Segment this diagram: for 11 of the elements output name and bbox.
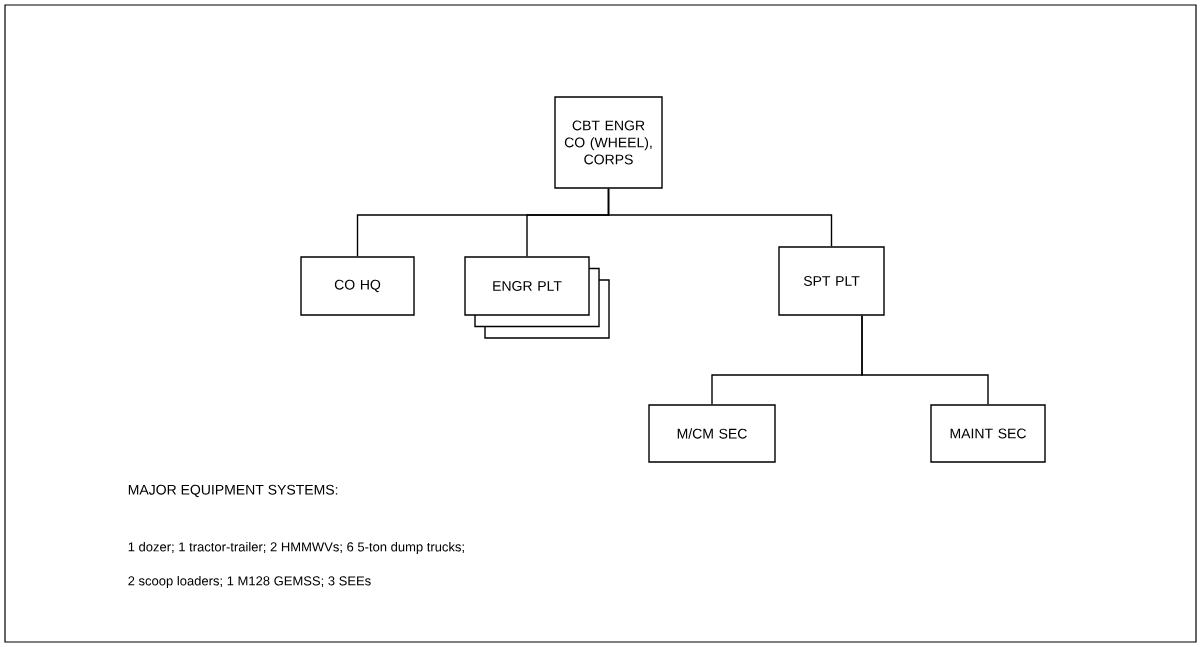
connector-line (861, 315, 989, 405)
stacked-box: ENGR PLT (464, 256, 610, 339)
org-box: CO HQ (300, 256, 415, 316)
note-text: 1 dozer; 1 tractor-trailer; 2 HMMWVs; 6 5-ton dump trucks; (128, 541, 464, 555)
org-box: MAINT SEC (930, 404, 1046, 463)
note-text: 2 scoop loaders; 1 M128 GEMSS; 3 SEEs (128, 575, 371, 589)
org-box: M/CM SEC (648, 404, 776, 463)
org-box: CBT ENGR CO (WHEEL), CORPS (554, 96, 663, 189)
heading: MAJOR EQUIPMENT SYSTEMS: (128, 484, 338, 498)
org-box: SPT PLT (778, 246, 885, 316)
connector-line (607, 188, 833, 247)
